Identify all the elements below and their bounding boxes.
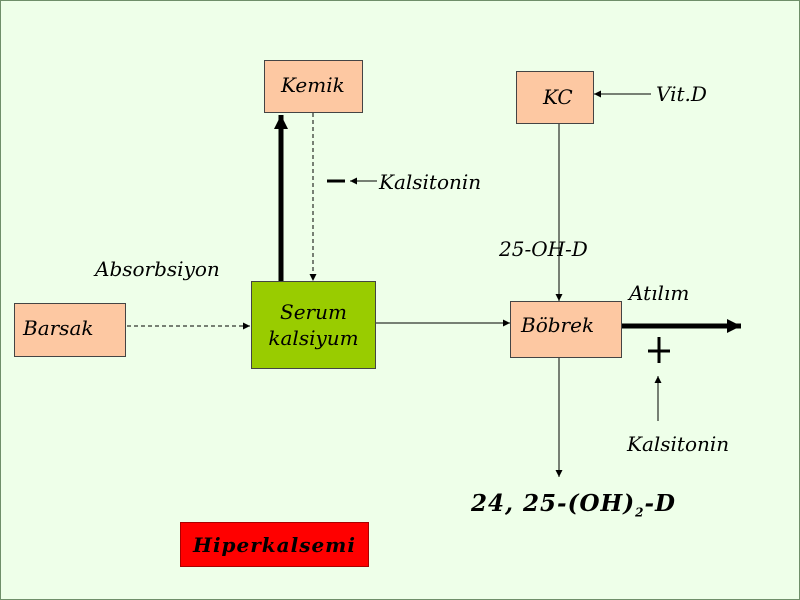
formula-24-25-oh2-d: 24, 25-(OH)2-D [471, 490, 676, 520]
node-serum-line1: Serum [280, 300, 347, 324]
node-barsak-label: Barsak [23, 316, 94, 340]
node-kc-label: KC [543, 85, 573, 109]
node-serum-line2: kalsiyum [268, 326, 359, 350]
label-kalsitonin-bottom: Kalsitonin [627, 432, 730, 456]
label-atilim: Atılım [629, 281, 690, 305]
title-hiperkalsemi-label: Hiperkalsemi [193, 532, 356, 557]
node-bobrek: Böbrek [510, 301, 622, 358]
node-kemik: Kemik [264, 60, 363, 113]
formula-main: 24, 25-(OH) [471, 490, 636, 517]
plus-sign [648, 337, 670, 363]
formula-suffix: -D [644, 490, 676, 517]
node-kc: KC [516, 71, 594, 124]
label-absorbsiyon: Absorbsiyon [95, 257, 220, 281]
node-serum-kalsiyum: Serum kalsiyum [251, 281, 376, 369]
node-bobrek-label: Böbrek [521, 313, 595, 337]
title-hiperkalsemi: Hiperkalsemi [180, 522, 369, 567]
label-vitd: Vit.D [656, 82, 707, 106]
label-25-oh-d: 25-OH-D [499, 237, 588, 261]
node-kemik-label: Kemik [281, 73, 345, 97]
node-barsak: Barsak [14, 303, 126, 357]
label-kalsitonin-top: Kalsitonin [379, 170, 482, 194]
formula-subscript: 2 [635, 505, 645, 520]
